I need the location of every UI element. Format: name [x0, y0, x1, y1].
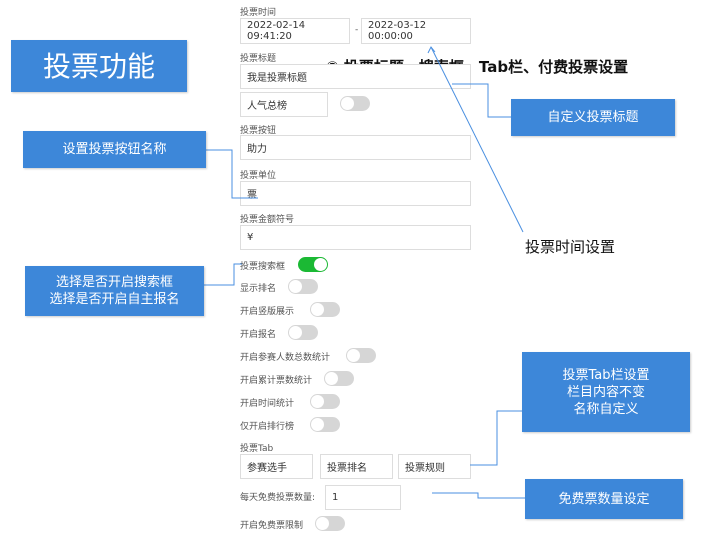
time-separator: -	[355, 25, 359, 35]
toggle-label: 显示排名	[240, 284, 277, 294]
toggle-label: 投票搜索框	[240, 262, 286, 272]
callout-tab: 投票Tab栏设置 栏目内容不变 名称自定义	[522, 352, 690, 432]
callout-free: 免费票数量设定	[525, 479, 683, 519]
button-label: 投票按钮	[240, 126, 277, 136]
button-name-input[interactable]: 助力	[240, 135, 471, 160]
currency-input[interactable]: ¥	[240, 225, 471, 250]
callout-search-line-1: 选择是否开启搜索框	[55, 275, 173, 290]
callout-tab-line-1: 投票Tab栏设置	[562, 367, 650, 383]
callout-button-name: 设置投票按钮名称	[23, 131, 206, 168]
time-start-input[interactable]: 2022-02-14 09:41:20	[240, 18, 350, 44]
unit-input[interactable]: 票	[240, 181, 471, 206]
toggle-label: 开启竖版展示	[240, 307, 295, 317]
toggle-switch[interactable]	[310, 302, 340, 317]
toggle-switch[interactable]	[310, 417, 340, 432]
feature-title: 投票功能	[11, 40, 187, 92]
currency-label: 投票金额符号	[240, 215, 295, 225]
unit-label: 投票单位	[240, 171, 277, 181]
tab-input-1[interactable]: 参赛选手	[240, 454, 313, 479]
time-end-input[interactable]: 2022-03-12 00:00:00	[361, 18, 471, 44]
toggle-label: 开启累计票数统计	[240, 376, 313, 386]
callout-tab-line-2: 栏目内容不变	[566, 384, 645, 400]
callout-custom-title: 自定义投票标题	[511, 99, 675, 136]
tab-input-3[interactable]: 投票规则	[398, 454, 471, 479]
toggle-switch[interactable]	[298, 257, 328, 272]
toggle-label: 仅开启排行榜	[240, 422, 295, 432]
toggle-switch[interactable]	[324, 371, 354, 386]
ranking-input[interactable]: 人气总榜	[240, 92, 328, 117]
toggle-label: 开启时间统计	[240, 399, 295, 409]
time-label: 投票时间	[240, 8, 277, 18]
tab-label: 投票Tab	[240, 444, 274, 454]
tab-input-2[interactable]: 投票排名	[320, 454, 393, 479]
callout-time: 投票时间设置	[525, 238, 616, 256]
title-input[interactable]: 我是投票标题	[240, 64, 471, 89]
free-count-input[interactable]: 1	[325, 485, 401, 510]
callout-search-line-2: 选择是否开启自主报名	[49, 292, 180, 307]
toggle-label: 开启报名	[240, 330, 277, 340]
toggle-label: 开启参赛人数总数统计	[240, 353, 331, 363]
toggle-switch[interactable]	[288, 325, 318, 340]
toggle-switch[interactable]	[310, 394, 340, 409]
toggle-switch[interactable]	[288, 279, 318, 294]
callout-search: 选择是否开启搜索框 选择是否开启自主报名	[25, 266, 204, 316]
ranking-toggle[interactable]	[340, 96, 370, 111]
callout-tab-line-3: 名称自定义	[573, 401, 639, 417]
toggle-switch[interactable]	[346, 348, 376, 363]
title-label: 投票标题	[240, 54, 277, 64]
free-limit-label: 开启免费票限制	[240, 521, 304, 531]
free-label: 每天免费投票数量:	[240, 493, 316, 503]
free-limit-toggle[interactable]	[315, 516, 345, 531]
